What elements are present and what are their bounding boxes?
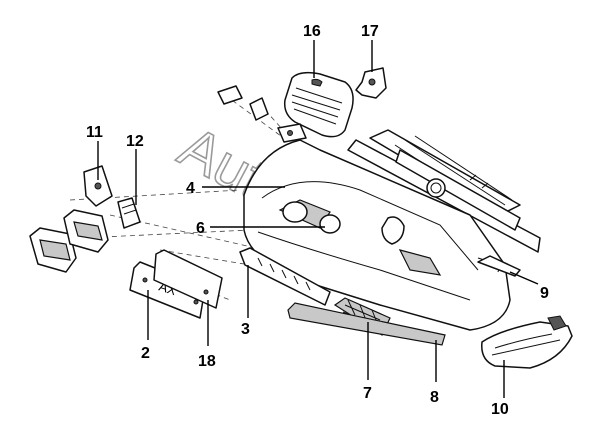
bracket-12 — [117, 197, 141, 229]
callout-16: 16 — [303, 23, 321, 40]
leader-9 — [509, 271, 539, 285]
callout-7: 7 — [363, 385, 372, 402]
plate-holder — [153, 249, 223, 309]
callout-10: 10 — [491, 401, 509, 418]
callout-11: 11 — [86, 124, 103, 141]
fog-lamp-left — [29, 227, 77, 273]
callout-2: 2 — [141, 345, 150, 362]
fog-lamp-right — [63, 209, 109, 253]
bumper-body — [243, 139, 511, 331]
callout-18: 18 — [198, 353, 216, 370]
small-clips — [217, 85, 307, 143]
air-intake-housing — [283, 71, 354, 138]
under-tray — [481, 315, 573, 369]
lower-spoiler — [287, 302, 446, 346]
callout-6: 6 — [196, 220, 205, 237]
lower-grille-insert — [239, 247, 331, 306]
callout-3: 3 — [241, 321, 250, 338]
bracket-11 — [83, 165, 113, 207]
callout-8: 8 — [430, 389, 439, 406]
callout-9: 9 — [540, 285, 549, 302]
grille-assembly — [347, 129, 541, 253]
callout-17: 17 — [361, 23, 379, 40]
callout-4: 4 — [186, 180, 195, 197]
callout-12: 12 — [126, 133, 144, 150]
bracket-17 — [355, 67, 387, 99]
bumper-side-strip — [477, 255, 521, 277]
